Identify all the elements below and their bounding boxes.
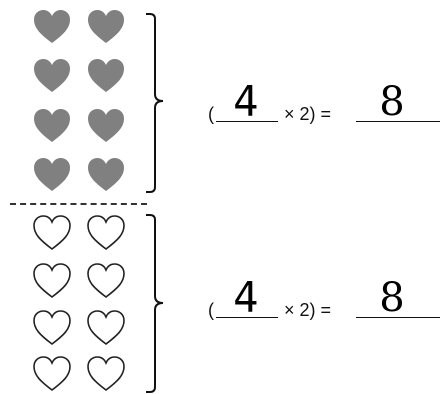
filled-heart-icon — [88, 59, 124, 92]
handwritten-factor: 4 — [233, 77, 259, 127]
brace-bottom-group — [146, 214, 164, 393]
dashed-divider — [10, 203, 147, 205]
filled-heart-icon — [88, 10, 124, 43]
filled-heart-icon — [34, 59, 70, 92]
handwritten-factor: 4 — [233, 273, 259, 323]
outline-heart-icon — [33, 356, 71, 392]
open-paren: ( — [208, 104, 214, 124]
open-paren: ( — [208, 300, 214, 320]
filled-heart-icon — [34, 109, 70, 142]
filled-heart-icon — [34, 10, 70, 43]
outline-heart-icon — [87, 263, 125, 299]
filled-heart-icon — [88, 158, 124, 191]
handwritten-product: 8 — [379, 275, 405, 321]
product-blank[interactable] — [356, 317, 440, 318]
handwritten-product: 8 — [379, 79, 405, 125]
outline-heart-icon — [33, 263, 71, 299]
factor-blank[interactable] — [216, 121, 278, 122]
times-two-equals: × 2) = — [284, 300, 332, 320]
outline-heart-icon — [87, 215, 125, 251]
filled-heart-icon — [34, 158, 70, 191]
outline-heart-icon — [87, 310, 125, 346]
factor-blank[interactable] — [216, 317, 278, 318]
outline-heart-icon — [33, 215, 71, 251]
product-blank[interactable] — [356, 121, 440, 122]
equation-bottom: ( 4 × 2) = 8 — [208, 260, 440, 320]
equation-top: ( 4 × 2) = 8 — [208, 64, 440, 124]
outline-heart-icon — [87, 356, 125, 392]
brace-top-group — [146, 13, 164, 193]
filled-heart-icon — [88, 109, 124, 142]
outline-heart-icon — [33, 310, 71, 346]
times-two-equals: × 2) = — [284, 104, 332, 124]
